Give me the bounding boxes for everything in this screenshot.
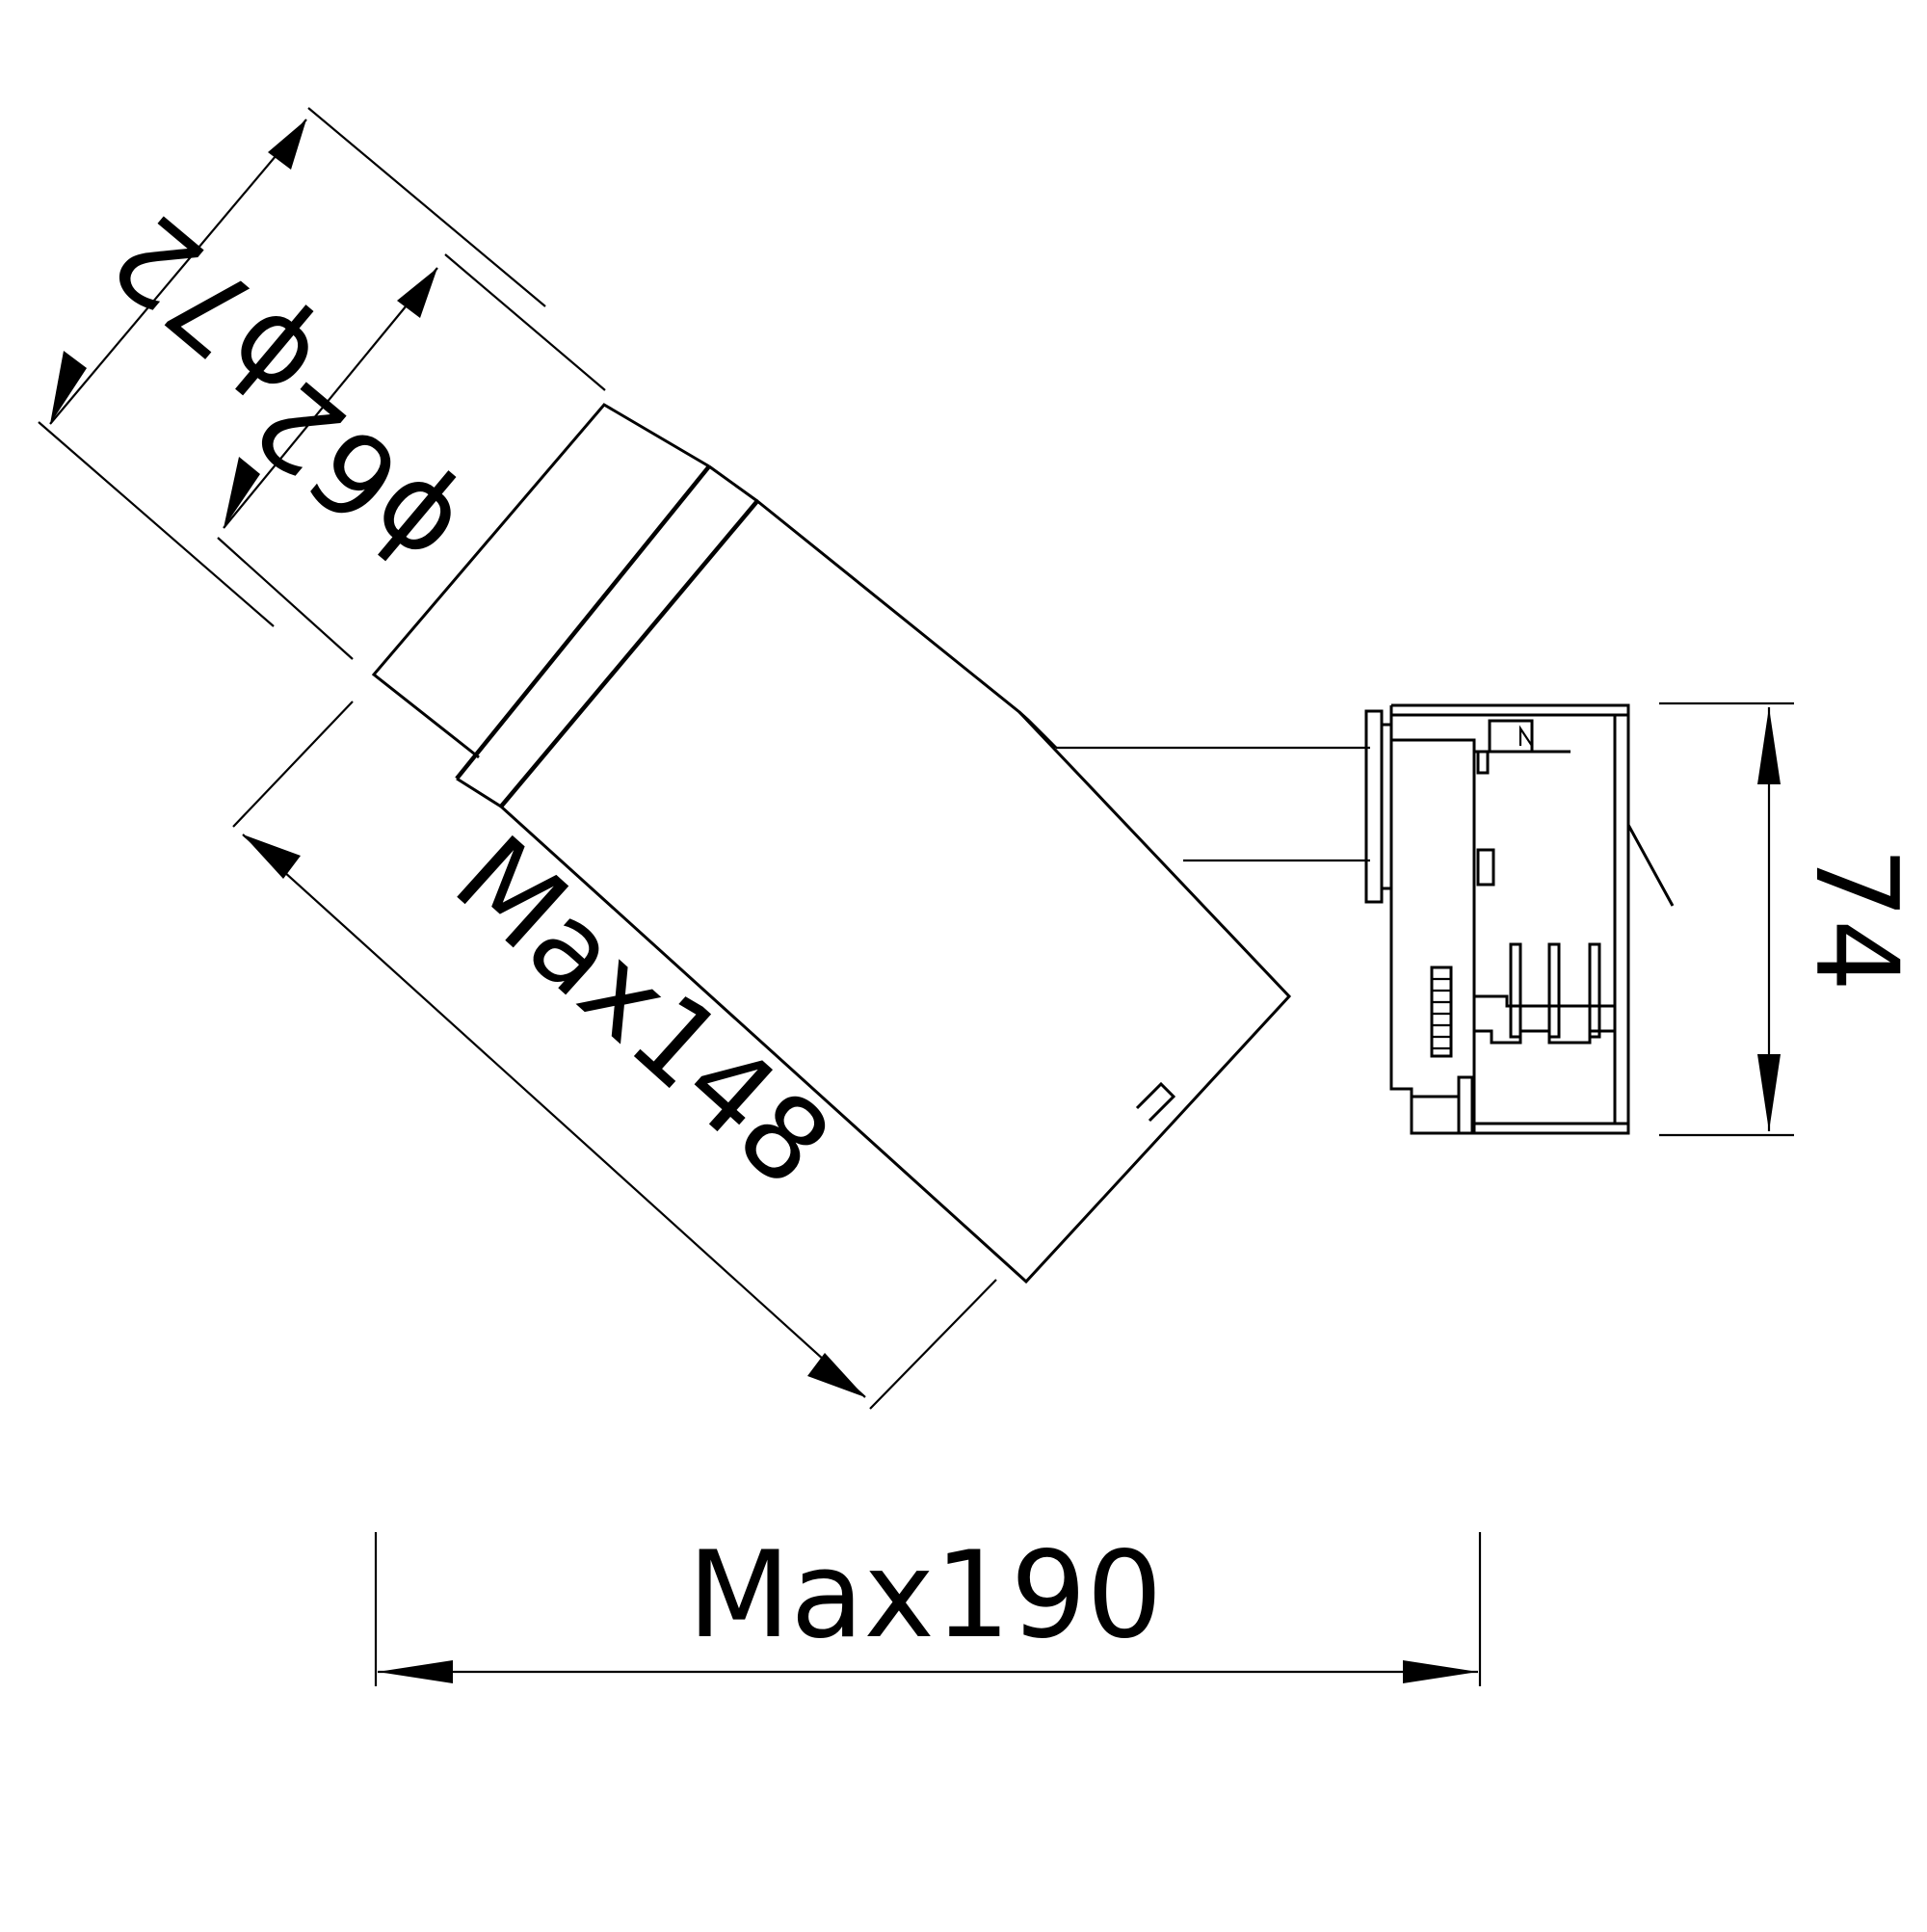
dimension-label-adapter-height: 74 [1790,847,1923,992]
dimension-label-length: Max148 [431,810,856,1212]
adapter-housing [1389,703,1630,1135]
dimension-width [374,1532,1482,1686]
dimension-length [232,701,997,1410]
rear-step [1017,710,1031,723]
cylinder-body [498,498,1292,1284]
dimension-label-width: Max190 [687,1526,1162,1665]
front-ring-inner [499,499,759,808]
adapter-housing-inner [1391,738,1476,1133]
adapter-catch [1626,824,1675,907]
adapter-knob [1430,966,1453,1058]
front-ring-bottom [456,777,502,808]
adapter-window [1476,848,1495,887]
dimension-adapter-height [1659,701,1794,1137]
front-ring-top [708,464,758,503]
adapter-foot-block [1457,1075,1474,1135]
front-ring-outer [455,464,711,781]
adapter-contacts [1474,942,1615,1045]
lens-cap [371,403,710,759]
dimension-outer-diameter [38,107,546,627]
mounting-arm [1056,746,1370,862]
adapter-tab-top [1476,750,1490,775]
spotlight-head [371,403,1292,1284]
dimension-inner-diameter [217,253,606,660]
track-adapter [1364,703,1675,1135]
side-clip [1135,1081,1176,1123]
adapter-flange [1364,709,1384,904]
neutral-marker-glyph [1518,725,1534,750]
rear-step-2 [1027,719,1058,750]
